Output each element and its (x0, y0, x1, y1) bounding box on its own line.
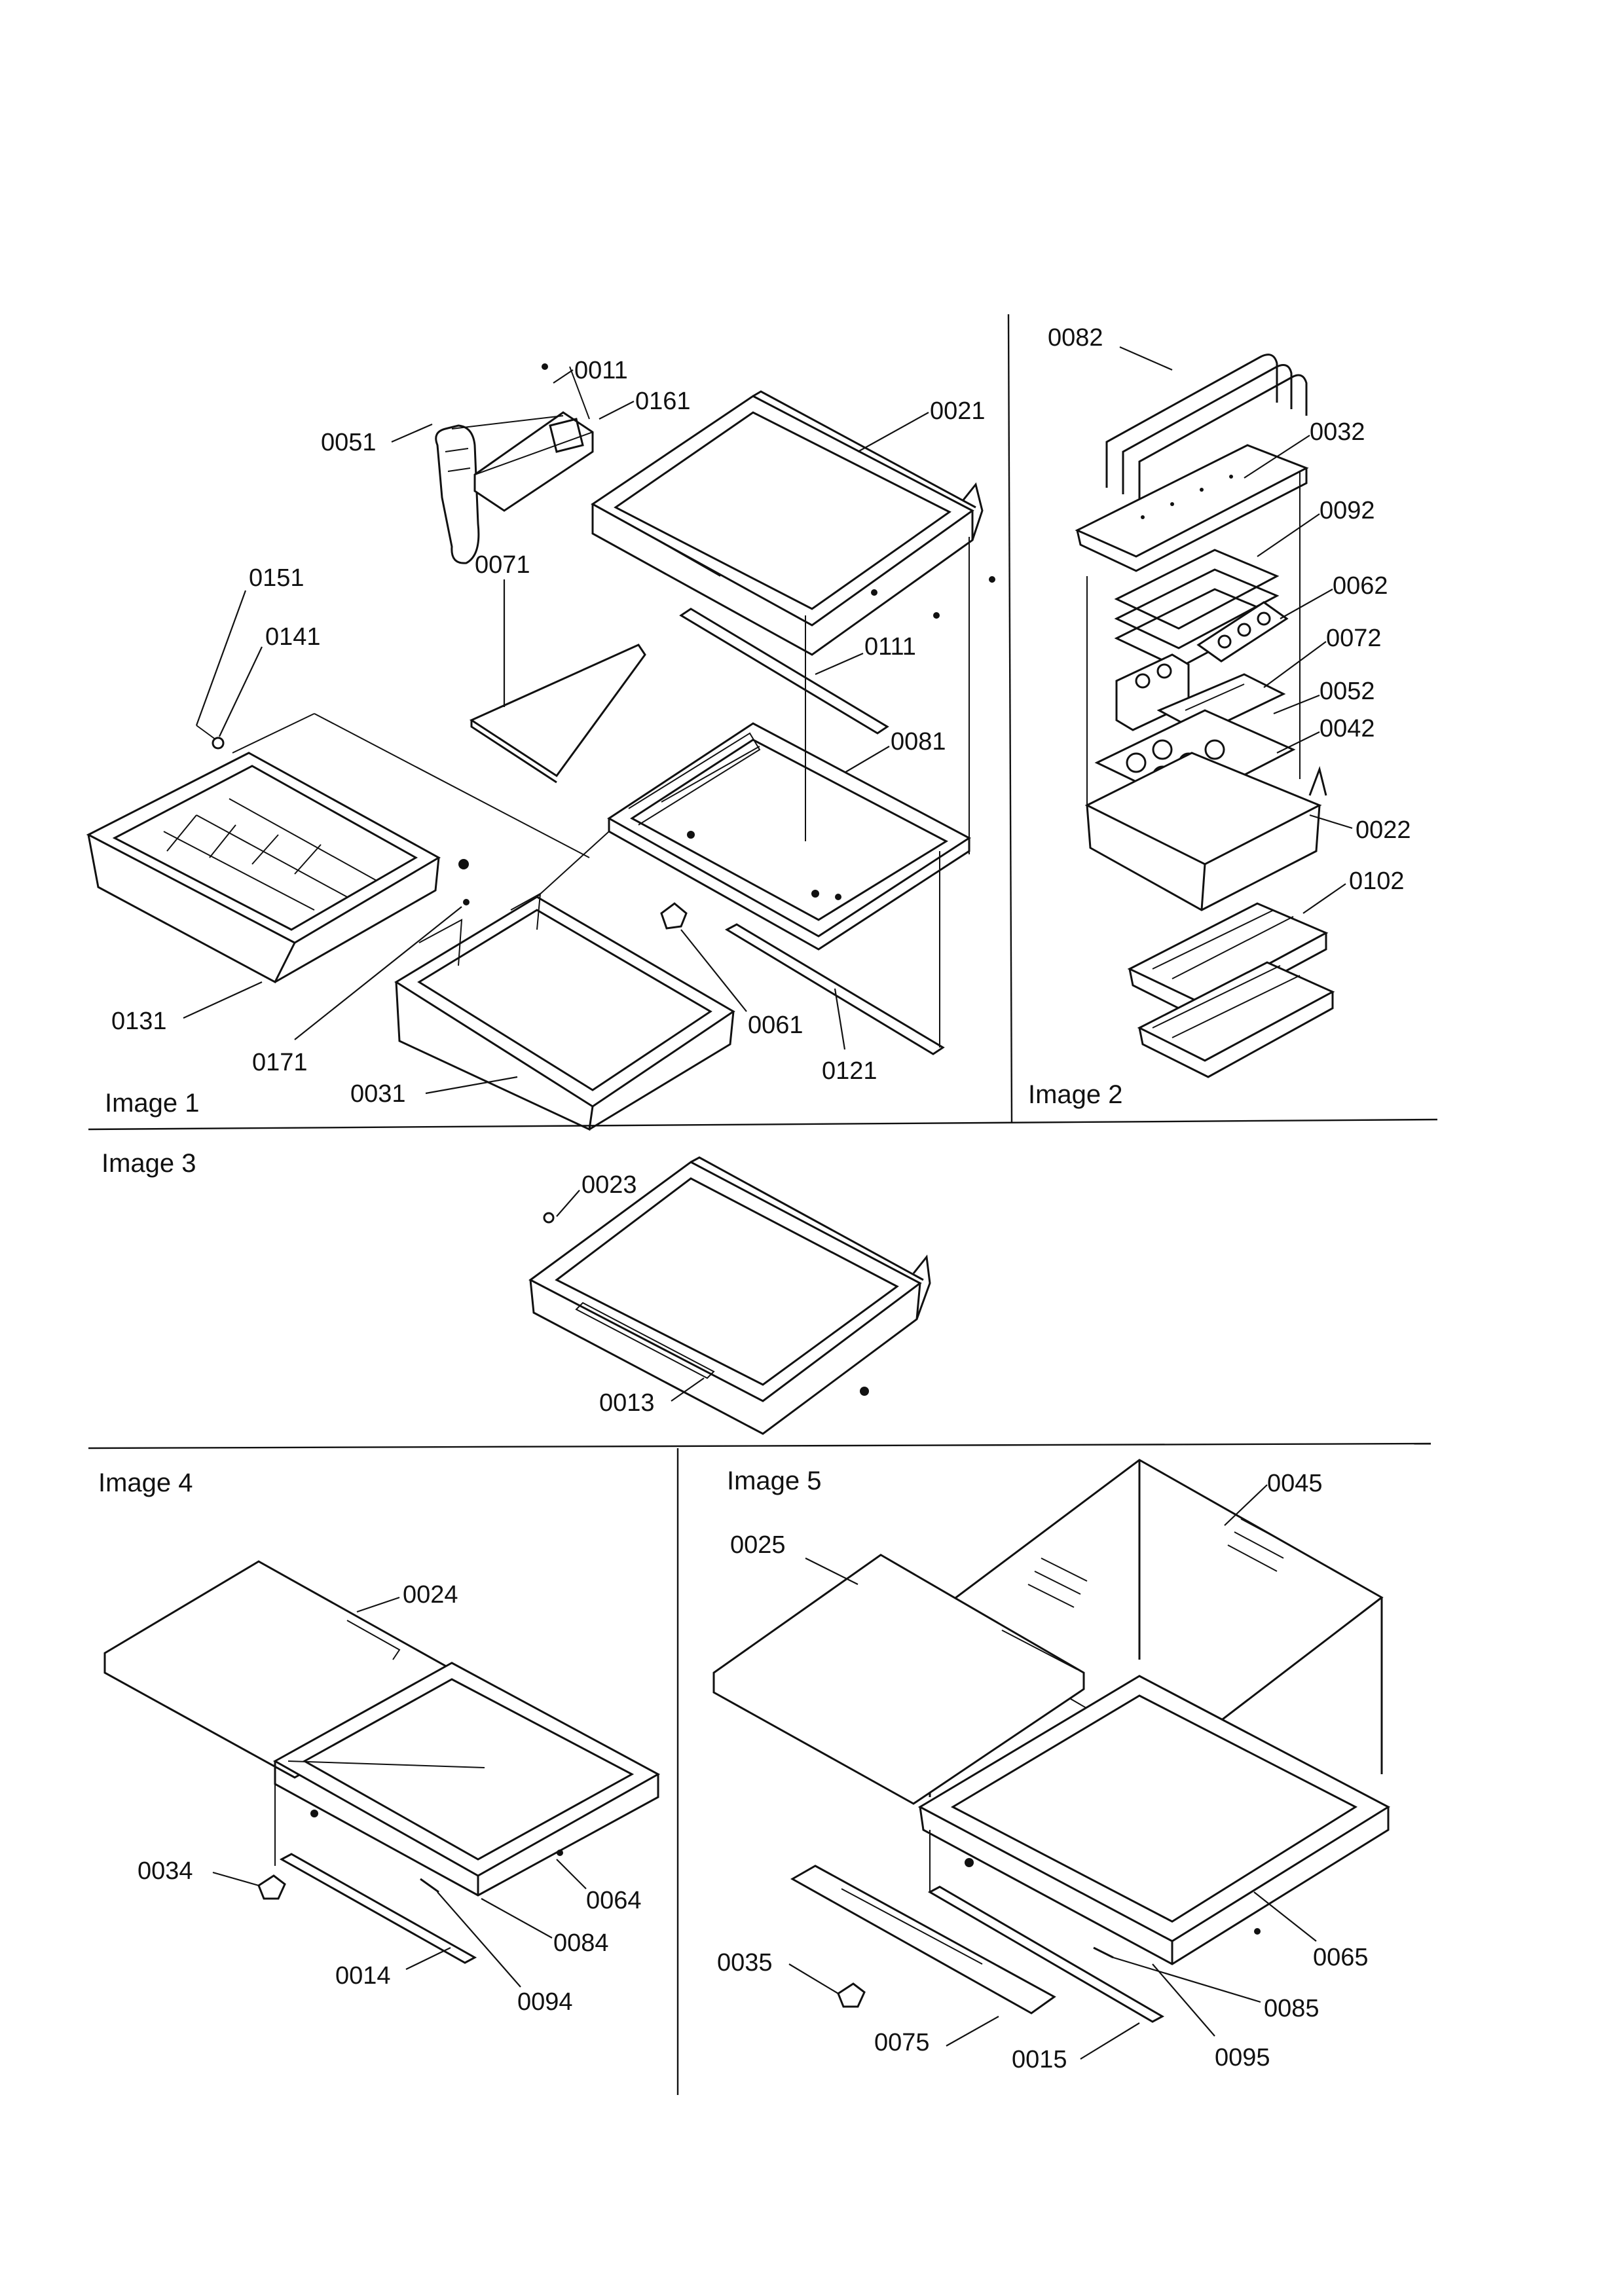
label-0032: 0032 (1310, 418, 1365, 446)
panel-title-image-1: Image 1 (105, 1089, 200, 1118)
part-0031-pan (394, 892, 735, 1131)
part-0032-shelf (1075, 444, 1309, 572)
part-0075-trim (790, 1865, 1056, 2014)
label-0051: 0051 (321, 429, 377, 456)
label-0023: 0023 (581, 1171, 637, 1199)
label-0045: 0045 (1267, 1470, 1323, 1497)
part-0131-drawer (86, 752, 441, 984)
label-0021: 0021 (930, 397, 986, 425)
label-0064: 0064 (586, 1887, 642, 1914)
label-0024: 0024 (403, 1581, 458, 1609)
part-0051-handle (435, 424, 480, 564)
label-0085: 0085 (1264, 1995, 1320, 2022)
image-4-drawing: 0024 0034 0064 0084 0014 0094 (103, 1560, 661, 2016)
label-0075: 0075 (874, 2029, 930, 2056)
part-0064-frame (272, 1662, 661, 1897)
part-0034-clip (257, 1874, 286, 1900)
label-0065: 0065 (1313, 1944, 1369, 1971)
label-0171: 0171 (252, 1049, 308, 1076)
label-0092: 0092 (1320, 497, 1375, 524)
image-5-drawing: 0045 0025 0065 0035 0085 0075 0015 0095 (712, 1459, 1391, 2073)
part-0015-strip (927, 1886, 1165, 2023)
label-0034: 0034 (138, 1857, 193, 1885)
panel-dividers (88, 314, 1438, 2095)
label-0081: 0081 (891, 728, 946, 756)
part-0065-frame (917, 1675, 1391, 1965)
part-0014-strip (279, 1853, 477, 1964)
part-0025-cover (712, 1554, 1085, 1805)
part-0102-ice-trays (1127, 902, 1335, 1078)
panel-title-image-3: Image 3 (101, 1149, 196, 1178)
part-0171-fastener (458, 859, 470, 905)
label-0095: 0095 (1215, 2044, 1270, 2071)
part-0094-pin (420, 1878, 439, 1893)
label-0052: 0052 (1320, 678, 1375, 705)
label-0072: 0072 (1326, 625, 1382, 652)
image-1-drawing: 0011 0161 0051 0021 0071 0151 0141 0111 … (86, 357, 995, 1131)
part-0021-shelf (591, 390, 995, 656)
label-0025: 0025 (730, 1531, 786, 1559)
image-2-drawing: 0082 0032 0092 0062 0072 0052 0042 0022 … (1048, 324, 1411, 1078)
label-0022: 0022 (1356, 816, 1411, 844)
panel-title-image-5: Image 5 (727, 1467, 822, 1495)
label-0151: 0151 (249, 564, 304, 592)
label-0082: 0082 (1048, 324, 1103, 352)
part-0111-rail (679, 608, 889, 735)
part-0062-egg-tray (1196, 601, 1289, 663)
label-0011: 0011 (574, 357, 628, 384)
label-0031: 0031 (350, 1080, 406, 1108)
part-0061-clip (660, 902, 688, 930)
part-0035-clip (837, 1982, 866, 2008)
label-0141: 0141 (265, 623, 321, 651)
label-0071: 0071 (475, 551, 530, 579)
label-0084: 0084 (553, 1929, 609, 1957)
label-0013: 0013 (599, 1389, 655, 1417)
part-0023-screw (543, 1212, 555, 1224)
label-0121: 0121 (822, 1057, 877, 1085)
label-0015: 0015 (1012, 2046, 1067, 2073)
image-3-drawing: 0023 0013 (528, 1156, 931, 1435)
part-0151-screw (196, 725, 225, 750)
part-0071-panel (469, 644, 646, 784)
panel-title-image-2: Image 2 (1028, 1080, 1123, 1109)
image-1-guide-lines (232, 537, 970, 1048)
label-0102: 0102 (1349, 867, 1405, 895)
part-0022-bin (1084, 752, 1327, 911)
label-0014: 0014 (335, 1962, 391, 1990)
label-0062: 0062 (1333, 572, 1388, 600)
label-0061: 0061 (748, 1011, 803, 1039)
part-0082-wire-rack (1105, 354, 1308, 501)
label-0111: 0111 (864, 633, 916, 661)
panel-title-image-4: Image 4 (98, 1468, 193, 1497)
label-0042: 0042 (1320, 715, 1375, 742)
label-0131: 0131 (111, 1008, 167, 1035)
part-0085-pin (1093, 1946, 1114, 1959)
part-0161-bracket (451, 363, 594, 512)
label-0035: 0035 (717, 1949, 773, 1977)
label-0161: 0161 (635, 388, 691, 415)
label-0094: 0094 (517, 1988, 573, 2016)
part-0013-shelf (528, 1156, 931, 1435)
